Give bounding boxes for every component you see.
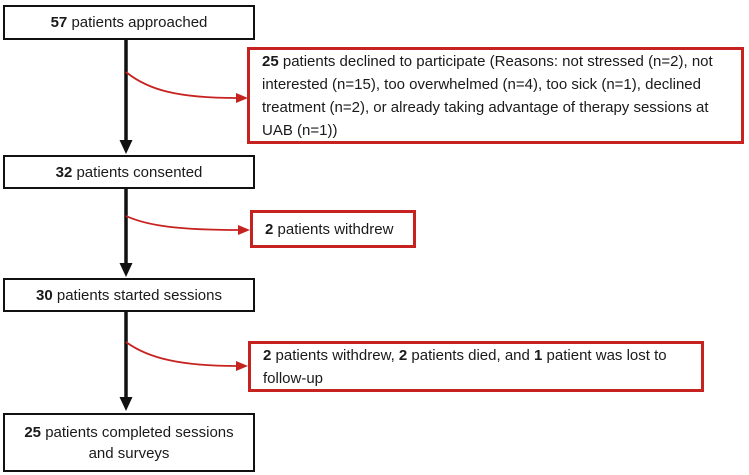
- branch-box-withdrew-died-lost: 2 patients withdrew, 2 patients died, an…: [248, 341, 704, 392]
- flow-box-label: 30 patients started sessions: [36, 286, 222, 304]
- flow-box-patients-consented: 32 patients consented: [3, 155, 255, 189]
- flow-box-patients-approached: 57 patients approached: [3, 5, 255, 40]
- flow-box-label: 57 patients approached: [50, 14, 208, 31]
- down-arrow-icon: [119, 187, 133, 277]
- flow-box-patients-completed: 25 patients completed sessions and surve…: [3, 413, 255, 472]
- branch-box-label: 2 patients withdrew, 2 patients died, an…: [263, 346, 667, 387]
- down-arrow-icon: [119, 310, 133, 411]
- branch-arrow-icon: [125, 341, 248, 371]
- branch-arrow-icon: [125, 71, 248, 103]
- down-arrow-icon: [119, 38, 133, 154]
- branch-box-patients-declined: 25 patients declined to participate (Rea…: [247, 47, 744, 144]
- branch-box-label: 2 patients withdrew: [265, 220, 394, 238]
- flow-box-label: 32 patients consented: [55, 163, 203, 181]
- flow-box-patients-started-sessions: 30 patients started sessions: [3, 278, 255, 312]
- branch-box-patients-withdrew: 2 patients withdrew: [250, 210, 416, 248]
- branch-arrow-icon: [125, 215, 250, 235]
- branch-box-label: 25 patients declined to participate (Rea…: [262, 52, 713, 139]
- flow-box-label: 25 patients completed sessions and surve…: [24, 423, 234, 462]
